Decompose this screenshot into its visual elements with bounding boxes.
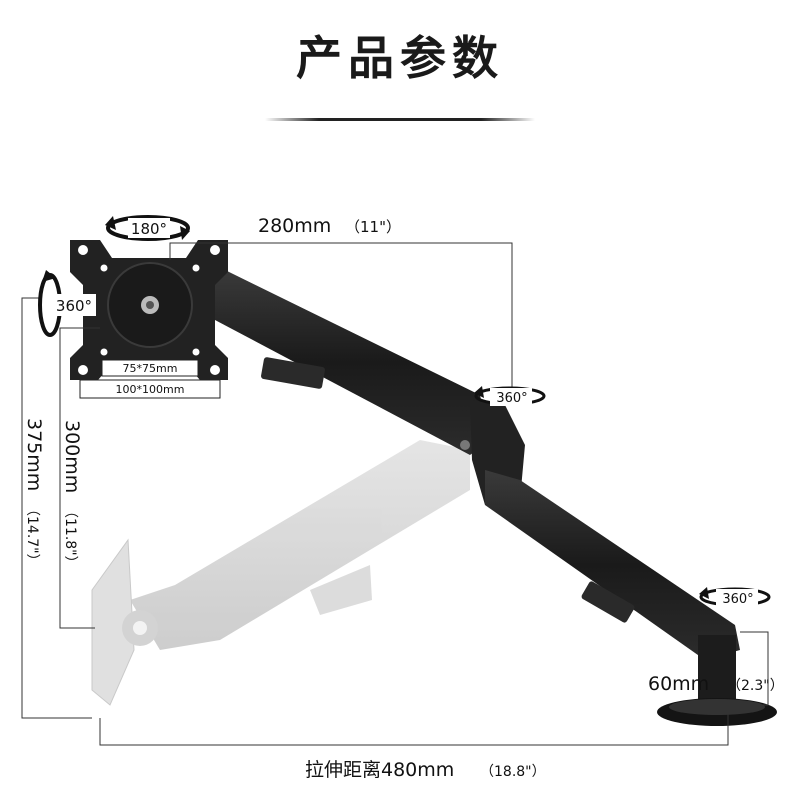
vesa-hole xyxy=(210,245,220,255)
lower-arm xyxy=(485,470,740,660)
vesa-hole xyxy=(192,264,200,272)
upper-arm-clamp xyxy=(261,357,325,389)
upper-arm xyxy=(205,270,490,455)
rotation-top-label: 180° xyxy=(131,220,167,238)
height-outer-group: 375mm （14.7"） xyxy=(23,418,45,568)
rotation-360-left-indicator: 360° xyxy=(38,270,96,337)
vesa-hole xyxy=(100,264,108,272)
pole-height-value: 60mm xyxy=(648,673,709,695)
ghost-arm-clamp xyxy=(310,565,372,615)
page-title: 产品参数 xyxy=(296,31,504,85)
rotation-360-elbow-indicator: 360° xyxy=(474,386,546,406)
reach-top-value: 280mm xyxy=(258,215,331,237)
lowered-arm-ghost xyxy=(91,440,470,706)
extension-line xyxy=(99,712,729,746)
rotation-360-base-indicator: 360° xyxy=(699,587,771,607)
rotation-180-indicator: 180° xyxy=(105,215,190,241)
vesa-hole xyxy=(210,365,220,375)
elbow-screw xyxy=(460,440,470,450)
mount-pole xyxy=(698,635,736,700)
height-inner-group: 300mm （11.8"） xyxy=(61,420,83,570)
rotation-elbow-label: 360° xyxy=(496,391,527,406)
ghost-monitor-plate xyxy=(91,538,135,706)
ghost-joint-screw xyxy=(133,621,147,635)
height-inner-value: 300mm xyxy=(61,420,83,493)
pole-height-line xyxy=(740,631,769,706)
reach-top-line xyxy=(169,242,513,392)
vesa-hole xyxy=(78,365,88,375)
height-inner-line xyxy=(59,327,100,629)
dimension-lines xyxy=(21,242,769,746)
extension-inch: （18.8"） xyxy=(480,764,546,780)
reach-top-inch: （11"） xyxy=(345,218,401,236)
vesa-large-box xyxy=(79,379,221,399)
rotation-base-label: 360° xyxy=(722,592,753,607)
pole-height-inch: （2.3"） xyxy=(727,678,784,694)
rotate-arrow-icon xyxy=(106,215,190,241)
rotation-left-label: 360° xyxy=(56,297,92,315)
monitor-arm xyxy=(205,270,777,726)
height-outer-line xyxy=(21,297,92,719)
extension-value: 拉伸距离480mm xyxy=(305,759,454,781)
mount-base-top xyxy=(669,699,765,715)
vesa-small-box xyxy=(101,359,199,377)
vesa-small-label: 75*75mm xyxy=(123,362,178,375)
vesa-plate xyxy=(70,240,228,380)
title-underline xyxy=(265,118,535,121)
vesa-hole xyxy=(78,245,88,255)
height-outer-inch: （14.7"） xyxy=(24,502,40,568)
ghost-arm-body xyxy=(130,440,470,650)
lower-arm-clamp xyxy=(581,581,635,623)
height-inner-inch: （11.8"） xyxy=(62,504,78,570)
vesa-hole xyxy=(192,348,200,356)
height-outer-value: 375mm xyxy=(23,418,45,491)
vesa-hole xyxy=(100,348,108,356)
vesa-large-label: 100*100mm xyxy=(116,383,185,396)
